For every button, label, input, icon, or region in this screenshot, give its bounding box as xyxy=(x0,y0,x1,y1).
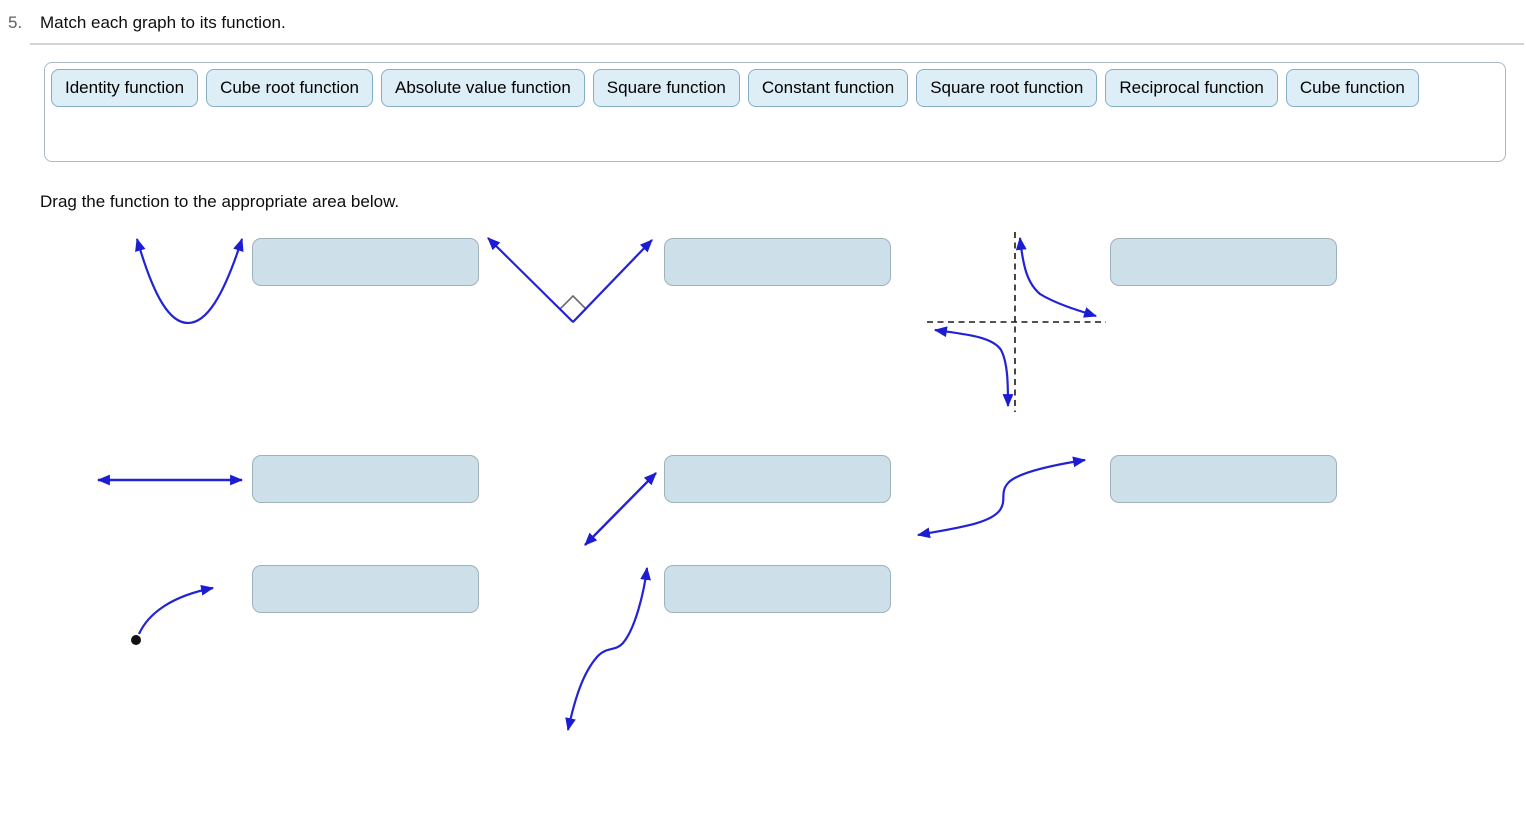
graph-matching-area xyxy=(0,225,1526,816)
drop-zone-identity-function[interactable] xyxy=(664,455,891,503)
drop-zone-square-function[interactable] xyxy=(252,238,479,286)
s-curve-vertical-graph xyxy=(565,566,651,732)
chip-absolute-value-function[interactable]: Absolute value function xyxy=(381,69,585,107)
divider xyxy=(30,43,1524,45)
chip-reciprocal-function[interactable]: Reciprocal function xyxy=(1105,69,1278,107)
chip-identity-function[interactable]: Identity function xyxy=(51,69,199,107)
drop-zone-cube-function[interactable] xyxy=(664,565,891,613)
drop-zone-reciprocal-function[interactable] xyxy=(1110,238,1337,286)
chip-square-function[interactable]: Square function xyxy=(592,69,740,107)
question-number: 5. xyxy=(8,13,23,32)
right-angle-marker-icon xyxy=(558,294,588,324)
drop-zone-absolute-value-function[interactable] xyxy=(664,238,891,286)
answer-bank[interactable]: Identity function Cube root function Abs… xyxy=(44,62,1506,162)
question-header: 5. Match each graph to its function. xyxy=(8,13,286,33)
hyperbola-with-dashed-asymptotes-graph xyxy=(927,232,1106,412)
parabola-up-graph xyxy=(135,237,244,325)
s-curve-horizontal-graph xyxy=(916,456,1087,539)
v-shape-right-angle-graph xyxy=(487,237,653,324)
diagonal-double-arrow-graph xyxy=(584,472,657,546)
chip-constant-function[interactable]: Constant function xyxy=(747,69,909,107)
horizontal-double-arrow-graph xyxy=(96,474,244,486)
chip-square-root-function[interactable]: Square root function xyxy=(916,69,1098,107)
instruction-text: Drag the function to the appropriate are… xyxy=(40,192,400,211)
drop-zone-square-root-function[interactable] xyxy=(252,565,479,613)
chip-cube-root-function[interactable]: Cube root function xyxy=(206,69,373,107)
drop-zone-cube-root-function[interactable] xyxy=(1110,455,1337,503)
drop-zone-constant-function[interactable] xyxy=(252,455,479,503)
question-prompt: Match each graph to its function. xyxy=(40,13,286,32)
chip-cube-function[interactable]: Cube function xyxy=(1285,69,1419,107)
endpoint-dot-icon xyxy=(131,635,141,645)
curve-with-endpoint-dot-graph xyxy=(131,584,215,645)
